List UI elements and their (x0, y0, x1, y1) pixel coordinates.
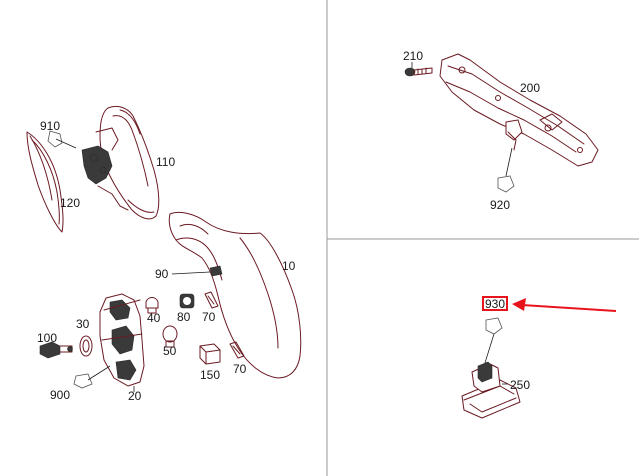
callout-200: 200 (520, 81, 540, 95)
callout-70-top: 70 (202, 310, 216, 324)
part-100-socket[interactable] (39, 341, 73, 359)
callout-90: 90 (155, 267, 169, 281)
part-200-bracket[interactable] (439, 53, 599, 167)
part-40-bulb[interactable] (145, 297, 159, 314)
part-50-bulb[interactable] (162, 325, 178, 348)
callout-70-bottom: 70 (233, 362, 247, 376)
part-70-bulb-top[interactable] (204, 291, 219, 309)
callout-50: 50 (163, 344, 177, 358)
callout-930: 930 (485, 297, 505, 311)
highlight-box (482, 296, 508, 311)
part-250-lamp[interactable] (461, 361, 521, 419)
part-90-connector[interactable] (171, 265, 223, 277)
part-70-bulb-bottom[interactable] (229, 341, 245, 359)
part-80-grommet[interactable] (179, 293, 195, 309)
callout-10: 10 (282, 259, 296, 273)
bottom-right-panel: 930 250 (461, 296, 617, 419)
part-110-mirror-housing[interactable] (81, 105, 160, 220)
callout-30: 30 (76, 317, 90, 331)
top-right-panel: 210 200 920 (403, 49, 599, 212)
callout-80: 80 (177, 310, 191, 324)
callout-210: 210 (403, 49, 423, 63)
callout-150: 150 (200, 368, 220, 382)
callout-900: 900 (50, 388, 70, 402)
callout-110: 110 (156, 155, 175, 169)
part-900-clip[interactable] (73, 365, 111, 389)
part-120-mirror-glass[interactable] (26, 131, 64, 233)
left-panel: 910 120 110 10 90 40 80 70 30 100 50 150… (26, 105, 302, 403)
part-20-lamp-housing[interactable] (99, 293, 145, 392)
callout-920: 920 (490, 198, 510, 212)
part-150-module[interactable] (199, 343, 221, 365)
part-30-gasket[interactable] (79, 335, 93, 357)
part-920-clip[interactable] (497, 147, 515, 193)
callout-100: 100 (37, 331, 57, 345)
part-930-clip[interactable] (483, 317, 503, 367)
callout-20: 20 (128, 389, 142, 403)
highlight-arrow (512, 298, 617, 312)
callout-910: 910 (40, 119, 60, 133)
highlight-930[interactable]: 930 (482, 296, 508, 311)
callout-250: 250 (510, 378, 530, 392)
part-910-clip[interactable] (47, 130, 77, 149)
callout-40: 40 (147, 311, 161, 325)
part-210-screw[interactable] (404, 62, 433, 77)
callout-120: 120 (60, 196, 80, 210)
